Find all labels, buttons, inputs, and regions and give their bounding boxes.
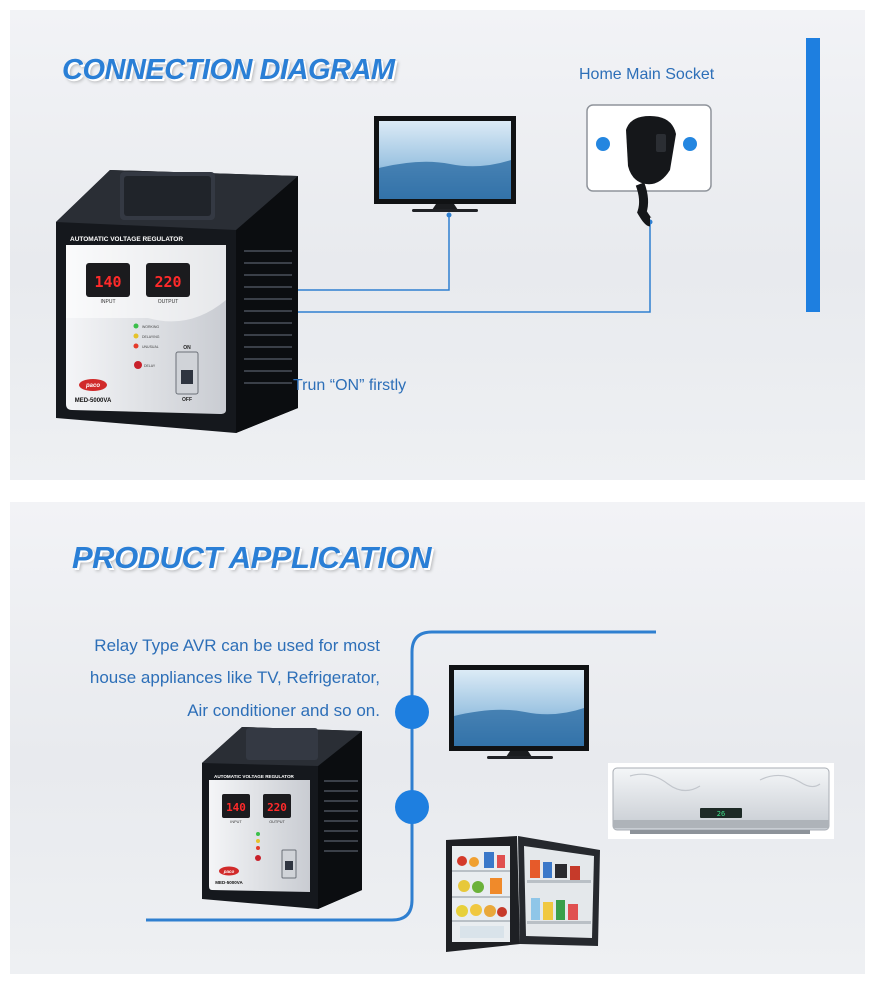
output-label: OUTPUT	[269, 820, 285, 824]
ac-temperature-display: 26	[717, 810, 725, 818]
brand-logo: paco	[85, 383, 100, 389]
section-title-application: PRODUCT APPLICATION	[72, 540, 432, 575]
application-description-line: Air conditioner and so on.	[187, 701, 380, 720]
indicator-unusual: UNUSUAL	[142, 345, 159, 349]
regulator-panel-title: AUTOMATIC VOLTAGE REGULATOR	[70, 236, 183, 243]
regulator-panel-title: AUTOMATIC VOLTAGE REGULATOR	[214, 774, 295, 779]
output-label: OUTPUT	[158, 299, 179, 305]
application-description-line: Relay Type AVR can be used for most	[94, 636, 380, 655]
indicator-delaying: DELAYING	[142, 335, 160, 339]
output-reading: 220	[267, 801, 287, 814]
switch-on-label: ON	[183, 345, 191, 351]
section-title-connection: CONNECTION DIAGRAM	[62, 54, 395, 86]
application-description-line: house appliances like TV, Refrigerator,	[89, 668, 380, 687]
tv-icon	[449, 665, 589, 759]
plug-icon	[626, 116, 676, 227]
model-label: MED-5000VA	[75, 398, 112, 404]
voltage-regulator-icon	[202, 727, 362, 909]
accent-bar	[806, 38, 820, 312]
product-application-panel	[10, 502, 865, 974]
output-reading: 220	[154, 273, 181, 291]
indicator-working: WORKING	[142, 325, 159, 329]
application-lines	[146, 630, 656, 922]
connector-dot-tv	[395, 695, 429, 729]
model-label: MED-5000VA	[215, 880, 243, 885]
input-reading: 140	[94, 273, 121, 291]
brand-logo: paco	[223, 869, 235, 874]
delay-label: DELAY	[144, 364, 156, 368]
air-conditioner-icon	[608, 763, 834, 839]
socket-label: Home Main Socket	[579, 66, 715, 83]
input-reading: 140	[226, 801, 246, 814]
input-label: INPUT	[101, 299, 116, 305]
refrigerator-icon	[446, 836, 600, 952]
tv-icon	[374, 116, 516, 212]
connector-dot-fridge	[395, 790, 429, 824]
switch-callout: Trun “ON” firstly	[293, 377, 407, 394]
voltage-regulator-icon	[56, 170, 298, 433]
input-label: INPUT	[230, 820, 242, 824]
switch-off-label: OFF	[182, 397, 192, 403]
